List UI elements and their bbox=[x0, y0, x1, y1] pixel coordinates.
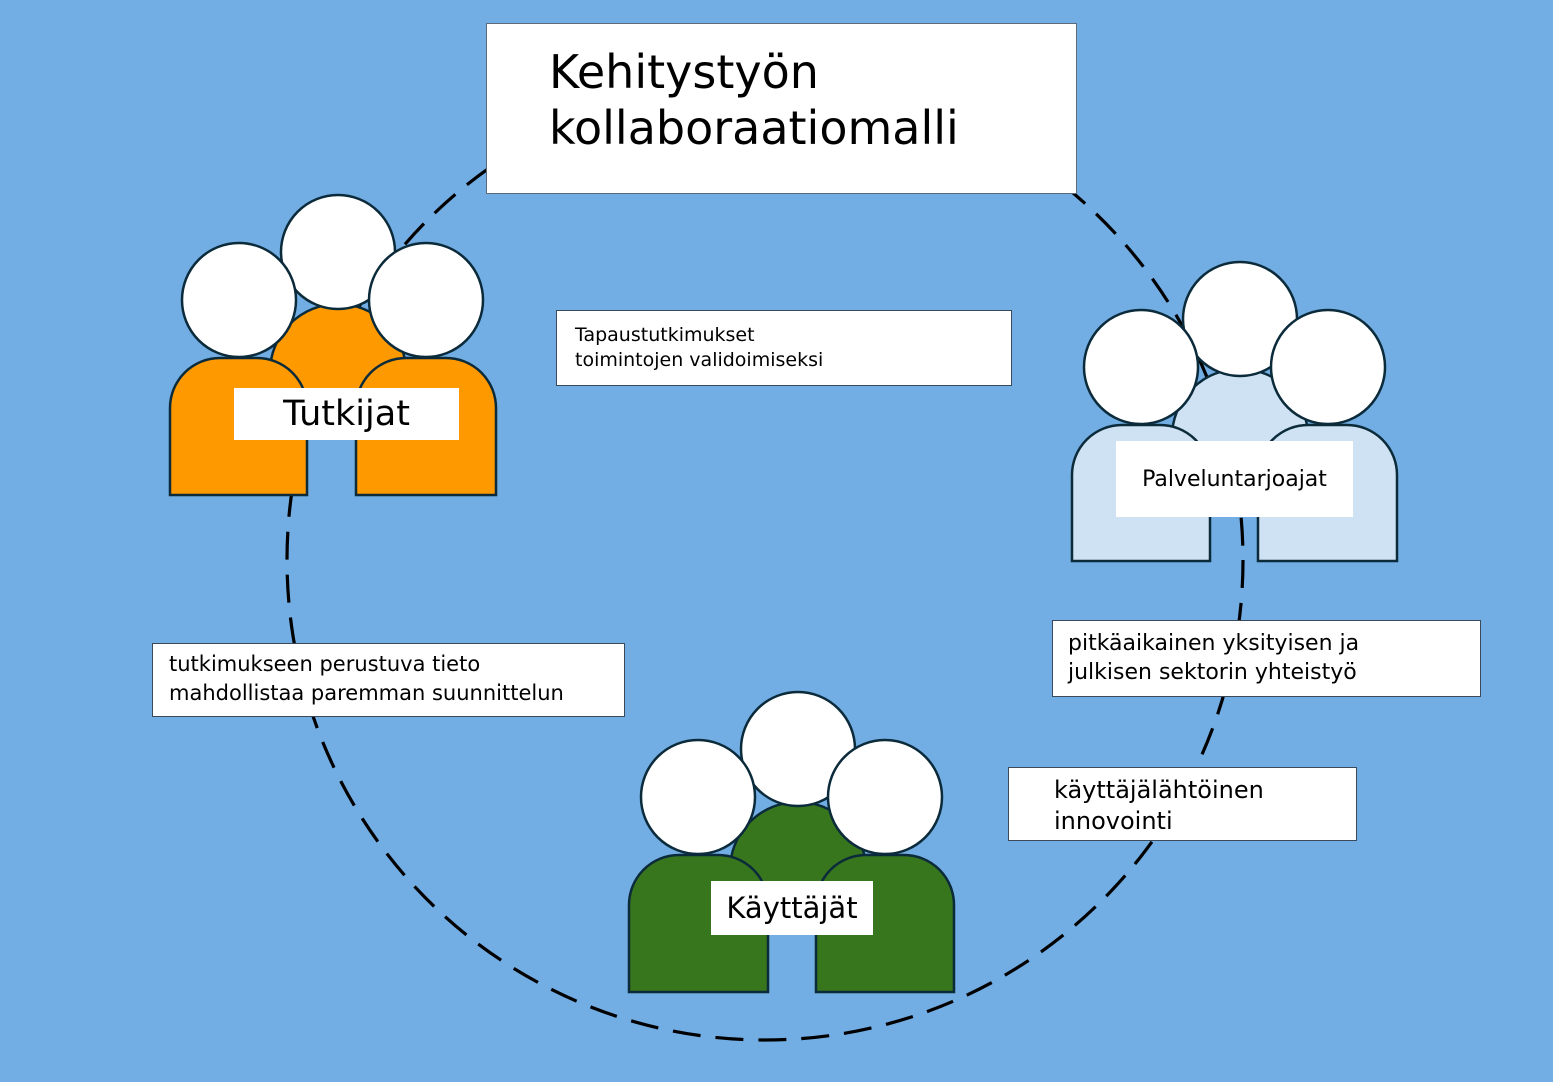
note-tapaustutkimukset-line-2: toimintojen validoimiseksi bbox=[575, 349, 824, 371]
note-pitkaaikainen: pitkäaikainen yksityisen ja julkisen sek… bbox=[1052, 620, 1481, 697]
note-kayttajalahtoinen: käyttäjälähtöinen innovointi bbox=[1008, 767, 1357, 841]
note-tutkimukseen-line-1: tutkimukseen perustuva tieto bbox=[169, 652, 481, 676]
note-pitkaaikainen-line-1: pitkäaikainen yksityisen ja bbox=[1068, 631, 1360, 656]
kayttajat-head-left bbox=[639, 738, 757, 856]
title-box: Kehitystyön kollaboraatiomalli bbox=[486, 23, 1077, 194]
note-tutkimukseen-line-2: mahdollistaa paremman suunnittelun bbox=[169, 681, 564, 705]
note-pitkaaikainen-line-2: julkisen sektorin yhteistyö bbox=[1068, 660, 1357, 685]
kayttajat-label: Käyttäjät bbox=[711, 881, 873, 935]
note-tutkimukseen: tutkimukseen perustuva tieto mahdollista… bbox=[152, 643, 625, 717]
palveluntarjoajat-label: Palveluntarjoajat bbox=[1116, 441, 1353, 517]
palveluntarjoajat-head-right bbox=[1269, 308, 1387, 426]
title-line-2: kollaboraatiomalli bbox=[549, 101, 959, 155]
note-tapaustutkimukset-line-1: Tapaustutkimukset bbox=[575, 324, 755, 346]
tutkijat-head-right bbox=[367, 241, 485, 359]
tutkijat-head-left bbox=[180, 241, 298, 359]
title-line-1: Kehitystyön bbox=[549, 45, 819, 99]
note-kayttajalahtoinen-line-1: käyttäjälähtöinen bbox=[1054, 776, 1264, 804]
note-kayttajalahtoinen-line-2: innovointi bbox=[1054, 807, 1173, 835]
palveluntarjoajat-head-left bbox=[1082, 308, 1200, 426]
kayttajat-head-right bbox=[826, 738, 944, 856]
tutkijat-label: Tutkijat bbox=[234, 388, 459, 440]
note-tapaustutkimukset: Tapaustutkimukset toimintojen validoimis… bbox=[556, 310, 1012, 386]
